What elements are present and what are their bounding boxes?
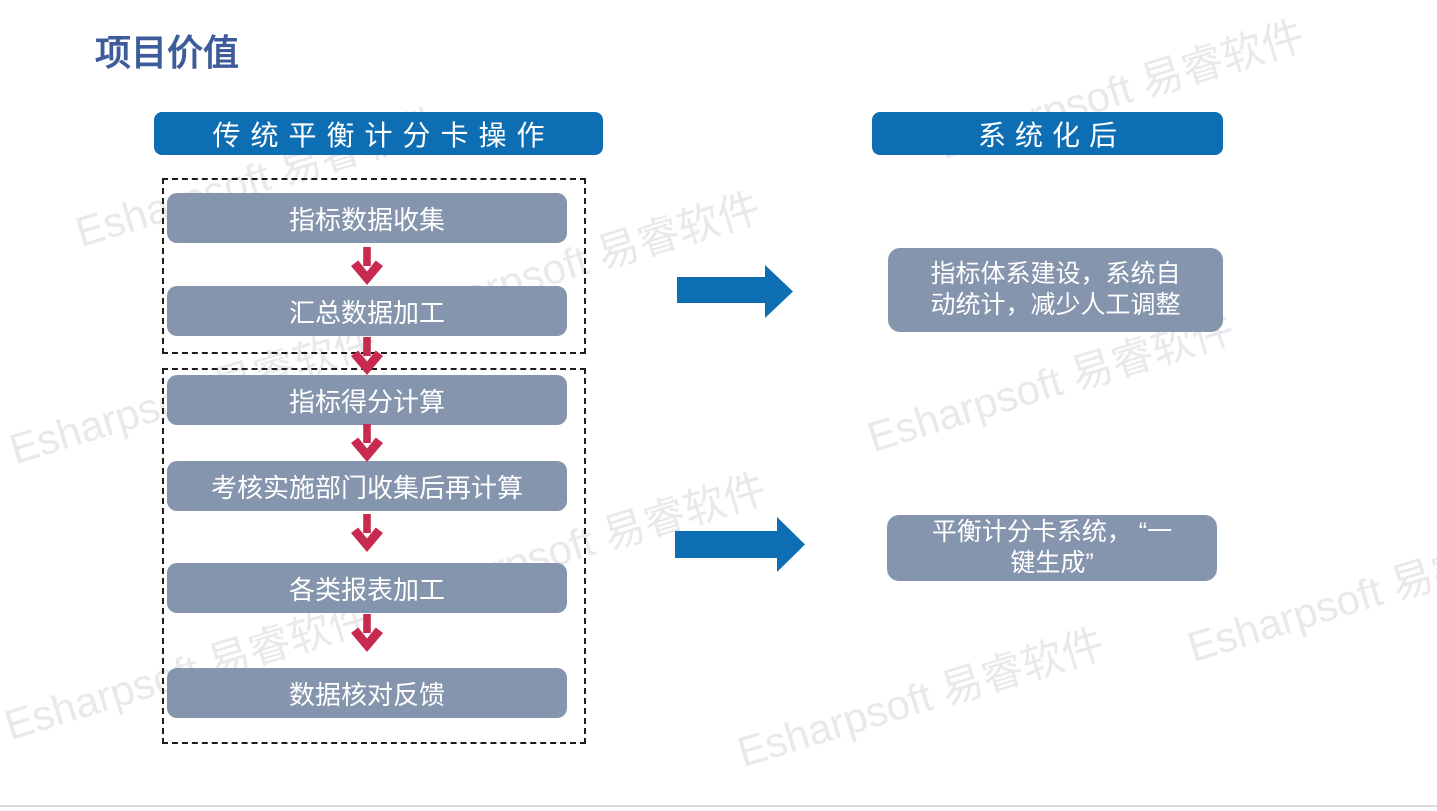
- blue-right-arrow-icon: [675, 517, 805, 572]
- flow-step: 指标数据收集: [167, 193, 567, 243]
- watermark-text: Esharpsoft 易睿软件: [1182, 514, 1437, 671]
- result-box: 平衡计分卡系统， “一 键生成”: [887, 515, 1217, 581]
- flow-step: 数据核对反馈: [167, 668, 567, 718]
- traditional-steps-group-2: [162, 368, 586, 744]
- red-down-arrow-icon: [351, 514, 383, 552]
- flow-step: 指标得分计算: [167, 375, 567, 425]
- red-down-arrow-icon: [351, 337, 383, 375]
- right-column-header: 系统化后: [872, 112, 1223, 155]
- left-column-header: 传统平衡计分卡操作: [154, 112, 603, 155]
- blue-right-arrow-icon: [677, 265, 793, 318]
- red-down-arrow-icon: [351, 424, 383, 462]
- flow-step: 各类报表加工: [167, 563, 567, 613]
- flow-step: 汇总数据加工: [167, 286, 567, 336]
- flow-step: 考核实施部门收集后再计算: [167, 461, 567, 511]
- watermark-text: Esharpsoft 易睿软件: [732, 619, 1110, 776]
- red-down-arrow-icon: [351, 614, 383, 652]
- red-down-arrow-icon: [351, 247, 383, 285]
- result-box: 指标体系建设，系统自 动统计，减少人工调整: [888, 248, 1223, 332]
- bottom-divider: [0, 805, 1437, 807]
- page-title: 项目价值: [95, 32, 240, 73]
